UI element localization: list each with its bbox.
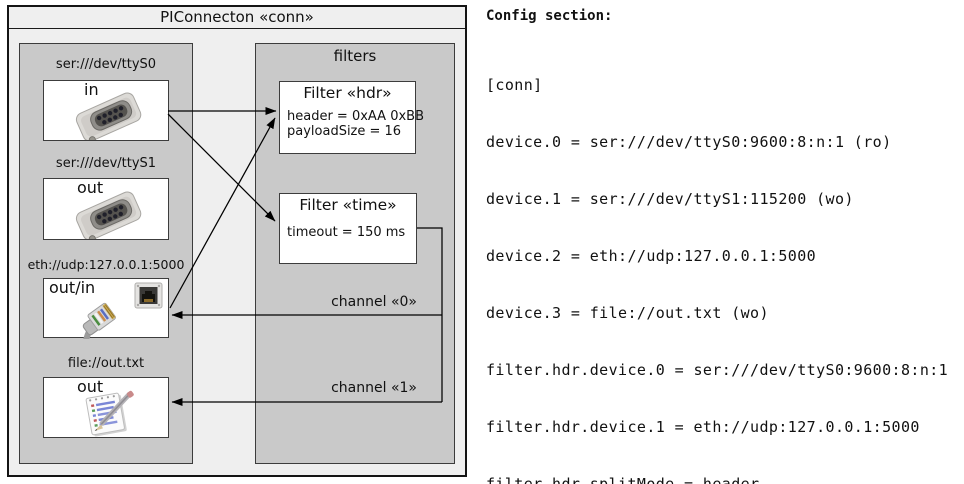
device-box-ttys1: out [43, 178, 169, 240]
device-box-ttys0: in [43, 80, 169, 141]
filters-group-title: filters [333, 47, 377, 65]
device-direction-label: out [77, 377, 104, 396]
device-uri-file: file://out.txt [67, 356, 145, 371]
config-line: filter.hdr.splitMode = header [486, 475, 760, 484]
device-direction-label: out [77, 178, 104, 197]
config-line: device.3 = file://out.txt (wo) [486, 304, 769, 322]
device-uri-eth: eth://udp:127.0.0.1:5000 [27, 257, 185, 272]
channel-1-label: channel «1» [331, 380, 417, 396]
devices-group-box: ser:///dev/ttyS0 in [19, 43, 193, 464]
device-box-file: out [43, 377, 169, 438]
device-direction-label: in [84, 80, 99, 99]
config-text-block: [conn] device.0 = ser:///dev/ttyS0:9600:… [486, 38, 958, 484]
channel-0-label: channel «0» [331, 294, 417, 310]
notepad-pencil-icon [85, 390, 134, 437]
filter-hdr-param-header: header = 0xAA 0xBB [287, 109, 425, 124]
ethernet-jack-icon [134, 282, 163, 309]
filter-hdr-param-payloadsize: payloadSize = 16 [287, 124, 402, 139]
config-line: device.2 = eth://udp:127.0.0.1:5000 [486, 247, 817, 265]
filter-time-box: Filter «time» timeout = 150 ms [279, 193, 417, 264]
device-uri-ttys1: ser:///dev/ttyS1 [55, 156, 157, 171]
device-uri-ttys0: ser:///dev/ttyS0 [55, 57, 157, 72]
filter-time-param-timeout: timeout = 150 ms [287, 225, 406, 240]
config-line: device.0 = ser:///dev/ttyS0:9600:8:n:1 (… [486, 133, 892, 151]
diagram-title: PIConnecton «conn» [9, 7, 465, 29]
filter-time-params: timeout = 150 ms [280, 214, 416, 240]
device-direction-label: out/in [49, 278, 96, 297]
serial-db9-connector-icon [75, 191, 142, 239]
ethernet-plug-icon [81, 302, 116, 339]
piconnection-diagram: PIConnecton «conn» ser:///dev/ttyS0 in [7, 5, 467, 477]
config-line: filter.hdr.device.0 = ser:///dev/ttyS0:9… [486, 361, 949, 379]
device-box-eth: out/in [43, 278, 169, 339]
config-line: filter.hdr.device.1 = eth://udp:127.0.0.… [486, 418, 920, 436]
serial-db9-connector-icon [75, 92, 142, 140]
config-line: [conn] [486, 76, 543, 94]
filter-hdr-title: Filter «hdr» [303, 84, 392, 102]
filter-time-title: Filter «time» [299, 196, 397, 214]
config-line: device.1 = ser:///dev/ttyS1:115200 (wo) [486, 190, 854, 208]
config-section-heading: Config section: [486, 8, 613, 24]
